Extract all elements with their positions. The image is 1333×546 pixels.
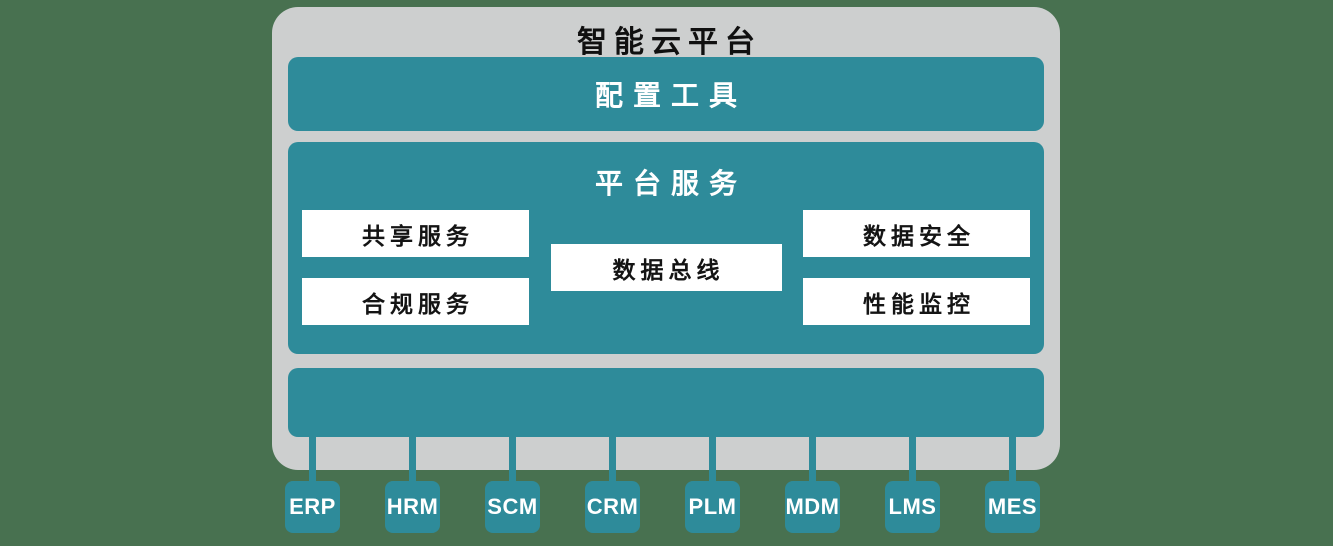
service-box-shared-services: 共享服务 <box>302 210 529 257</box>
service-box-performance-monitoring: 性能监控 <box>803 278 1030 325</box>
connector-line <box>909 435 916 481</box>
connector-line <box>1009 435 1016 481</box>
connector-line <box>309 435 316 481</box>
system-item: ERP <box>285 435 340 533</box>
panel-title: 智能云平台 <box>577 26 762 59</box>
system-box-erp: ERP <box>285 481 340 533</box>
services-right-column: 数据安全 性能监控 <box>803 210 1030 325</box>
service-box-compliance-services: 合规服务 <box>302 278 529 325</box>
services-row: 共享服务 合规服务 数据总线 数据安全 性能监控 <box>302 210 1030 325</box>
services-left-column: 共享服务 合规服务 <box>302 210 529 325</box>
connector-line <box>709 435 716 481</box>
cloud-platform-panel: 智能云平台 配置工具 平台服务 共享服务 合规服务 数据总线 数据安全 性能监控 <box>272 7 1060 470</box>
system-box-plm: PLM <box>685 481 740 533</box>
system-box-crm: CRM <box>585 481 640 533</box>
system-box-mes: MES <box>985 481 1040 533</box>
config-tools-label: 配置工具 <box>594 80 747 111</box>
connector-line <box>409 435 416 481</box>
connector-line <box>509 435 516 481</box>
system-item: SCM <box>485 435 540 533</box>
system-item: MDM <box>785 435 840 533</box>
integration-bus-bar <box>288 368 1044 437</box>
system-item: MES <box>985 435 1040 533</box>
services-center-column: 数据总线 <box>550 210 782 325</box>
system-box-hrm: HRM <box>385 481 440 533</box>
systems-row: ERP HRM SCM CRM PLM MDM LMS MES <box>285 435 1040 533</box>
system-box-mdm: MDM <box>785 481 840 533</box>
platform-services-title: 平台服务 <box>594 168 747 199</box>
config-tools-bar: 配置工具 <box>288 57 1044 131</box>
system-item: LMS <box>885 435 940 533</box>
system-box-scm: SCM <box>485 481 540 533</box>
system-item: PLM <box>685 435 740 533</box>
service-box-data-security: 数据安全 <box>803 210 1030 257</box>
system-item: HRM <box>385 435 440 533</box>
platform-services-box: 平台服务 共享服务 合规服务 数据总线 数据安全 性能监控 <box>288 142 1044 354</box>
connector-line <box>609 435 616 481</box>
connector-line <box>809 435 816 481</box>
system-item: CRM <box>585 435 640 533</box>
system-box-lms: LMS <box>885 481 940 533</box>
service-box-data-bus: 数据总线 <box>550 244 782 291</box>
